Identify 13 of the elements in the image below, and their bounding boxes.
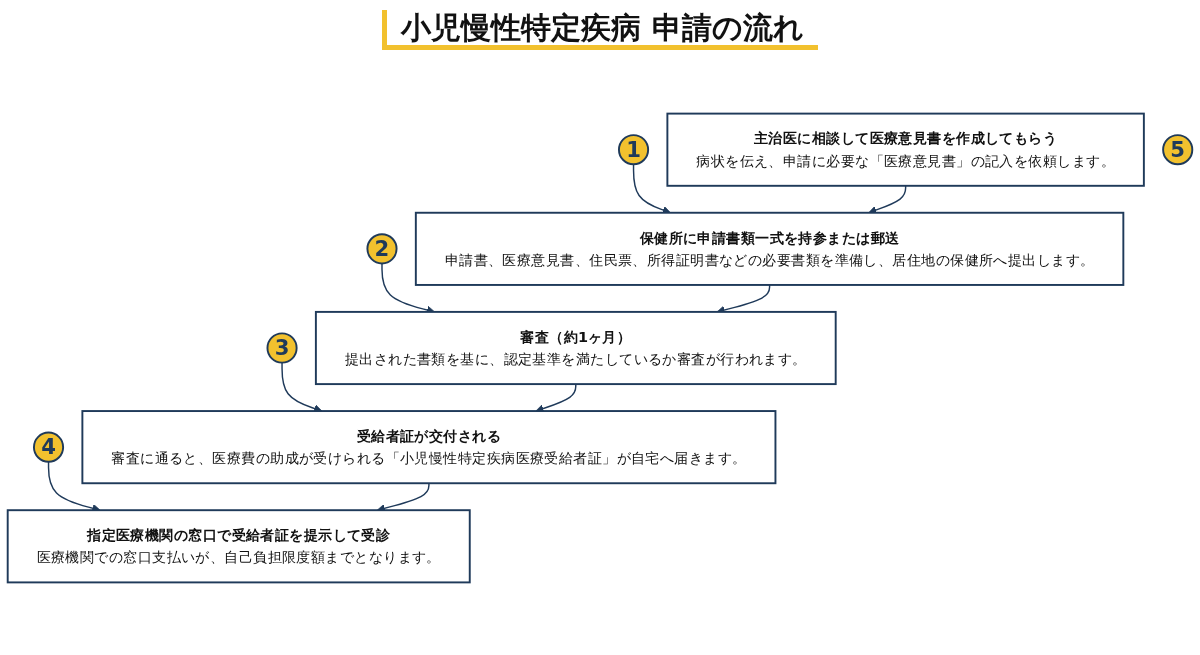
node-box: 審査（約1ヶ月） 提出された書類を基に、認定基準を満たしているか審査が行われます。 [314, 310, 837, 386]
node-circle: 1 [618, 134, 650, 166]
node-circle: 5 [1162, 134, 1194, 166]
node-box: 指定医療機関の窓口で受給者証を提示して受診 医療機関での窓口支払いが、自己負担限度額までとなります。 [6, 509, 471, 584]
node-box: 受給者証が交付される 審査に通ると、医療費の助成が受けられる「小児慢性特定疾病医療受給者証」が自宅へ届きます。 [81, 410, 777, 485]
node-box: 保健所に申請書類一式を持参または郵送 申請書、医療意見書、住民票、所得証明書などの必要書類を準備し、居住地の保健所へ提出します。 [414, 211, 1125, 286]
arrow [281, 361, 323, 413]
diagram-title: 小児慢性特定疾病 申請の流れ [382, 10, 818, 50]
arrow [535, 383, 577, 413]
node-circle: 2 [366, 233, 398, 265]
node-box: 主治医に相談して医療意見書を作成してもらう 病状を伝え、申請に必要な「医療意見書」の記入を依頼します。 [666, 112, 1145, 187]
node-circle: 4 [33, 431, 65, 463]
node-circle: 3 [266, 332, 298, 364]
